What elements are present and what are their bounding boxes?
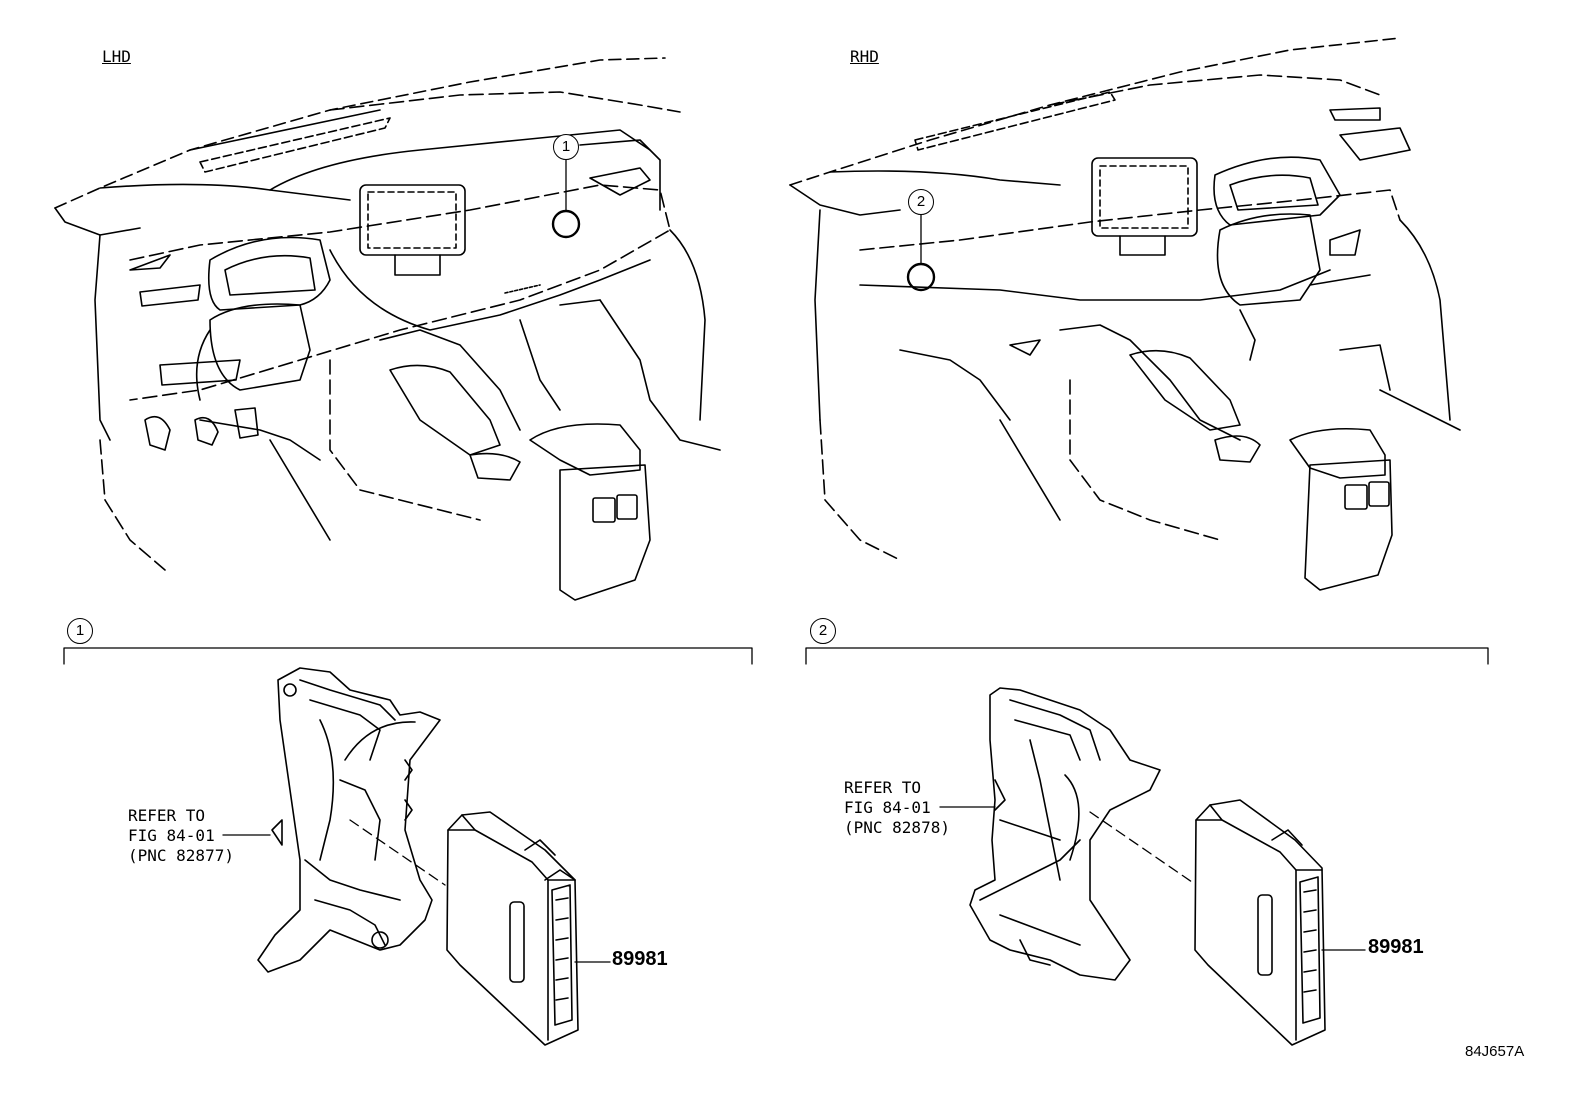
detail-2-part-number[interactable]: 89981 (1368, 936, 1424, 958)
detail-1-part-number[interactable]: 89981 (612, 948, 668, 970)
detail-bracket-1 (63, 647, 753, 665)
rhd-dashboard-illustration (789, 37, 1461, 591)
detail-bracket-2 (805, 647, 1489, 665)
detail-1-ecu-module (446, 811, 579, 1046)
lhd-dashboard-illustration (54, 57, 721, 601)
detail-1-refer-line-1: REFER TO (128, 806, 206, 825)
detail-2-ecu-module (1194, 799, 1326, 1046)
detail-1-refer-line-2: FIG 84-01 (128, 826, 215, 845)
detail-2-refer-line-1: REFER TO (844, 778, 922, 797)
detail-2-refer-line-3: (PNC 82878) (844, 818, 950, 837)
detail-1-dash-link (349, 819, 446, 886)
detail-1-refer-line-3: (PNC 82877) (128, 846, 234, 865)
rhd-view-label: RHD (850, 47, 879, 66)
figure-code: 84J657A (1465, 1043, 1525, 1060)
detail-1-bracket-part (257, 667, 441, 973)
lhd-view-label: LHD (102, 47, 131, 66)
detail-2-bracket-part (969, 687, 1161, 981)
detail-2-marker: 2 (810, 618, 836, 644)
detail-1-marker: 1 (67, 618, 93, 644)
detail-2-dash-link (1089, 811, 1193, 883)
detail-2-refer-line-2: FIG 84-01 (844, 798, 931, 817)
lhd-callout-1: 1 (553, 134, 579, 160)
rhd-callout-2: 2 (908, 189, 934, 215)
